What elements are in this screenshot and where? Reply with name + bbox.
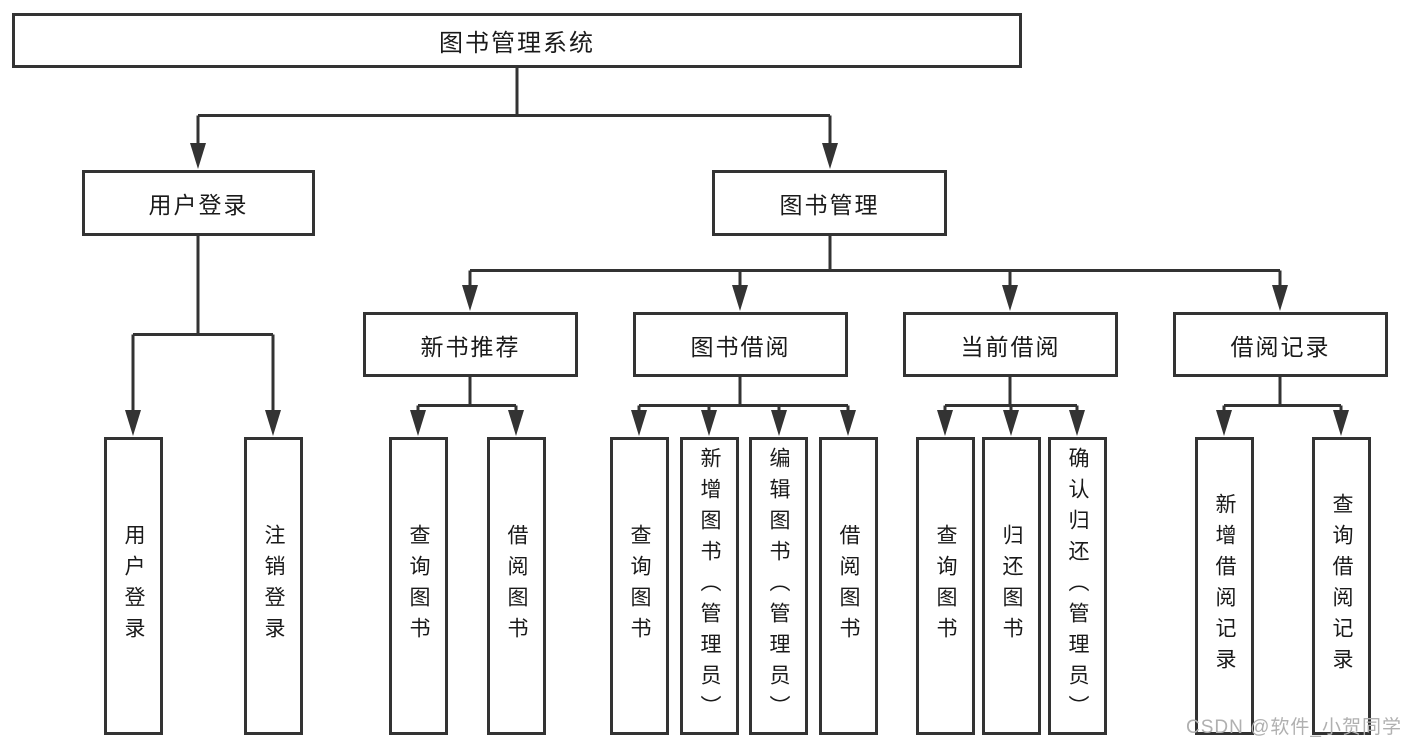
leaf-borrow-books-recommend: 借阅图书 [487,437,546,735]
node-label: 查询图书 [407,524,430,648]
leaf-query-borrow-record: 查询借阅记录 [1312,437,1371,735]
connector-new-book-recommendation-branch [410,377,524,436]
node-label: 确认归还（管理员） [1066,446,1089,726]
node-label: 用户登录 [148,192,249,218]
leaf-return-books: 归还图书 [982,437,1041,735]
node-label: 用户登录 [122,524,145,648]
node-book-management: 图书管理 [712,170,947,236]
connector-current-borrowing-branch [937,377,1085,436]
node-book-borrowing: 图书借阅 [633,312,848,377]
leaf-borrow-books: 借阅图书 [819,437,878,735]
node-label: 查询图书 [628,524,651,648]
node-label: 借阅记录 [1230,333,1331,360]
node-label: 注销登录 [262,524,285,648]
leaf-user-login: 用户登录 [104,437,163,735]
connector-book-management-branch [462,236,1288,311]
node-label: 新书推荐 [420,333,521,360]
node-label: 图书管理系统 [439,30,595,57]
node-label: 当前借阅 [960,333,1061,360]
leaf-query-books-borrowing: 查询图书 [610,437,669,735]
leaf-query-books-recommend: 查询图书 [389,437,448,735]
node-new-book-recommendation: 新书推荐 [363,312,578,377]
leaf-query-books-current: 查询图书 [916,437,975,735]
node-label: 借阅图书 [837,524,860,648]
node-current-borrowing: 当前借阅 [903,312,1118,377]
connector-user-login-branch [125,236,281,436]
node-label: 新增借阅记录 [1213,493,1236,679]
node-label: 查询借阅记录 [1330,493,1353,679]
node-label: 查询图书 [934,524,957,648]
watermark: CSDN @软件_小贺同学 [1186,717,1402,738]
connector-root-branch [190,68,838,169]
node-label: 图书管理 [779,192,880,218]
leaf-add-borrow-record: 新增借阅记录 [1195,437,1254,735]
connector-book-borrowing-branch [631,377,856,436]
node-borrowing-records: 借阅记录 [1173,312,1388,377]
node-label: 借阅图书 [505,524,528,648]
node-label: 图书借阅 [690,333,791,360]
node-label: 归还图书 [1000,524,1023,648]
leaf-edit-book-admin: 编辑图书（管理员） [749,437,808,735]
leaf-logout: 注销登录 [244,437,303,735]
node-user-login: 用户登录 [82,170,315,236]
node-library-management-system: 图书管理系统 [12,13,1022,68]
node-label: 编辑图书（管理员） [767,446,790,726]
leaf-confirm-return-admin: 确认归还（管理员） [1048,437,1107,735]
leaf-add-book-admin: 新增图书（管理员） [680,437,739,735]
connector-borrowing-records-branch [1216,377,1349,436]
node-label: 新增图书（管理员） [698,446,721,726]
